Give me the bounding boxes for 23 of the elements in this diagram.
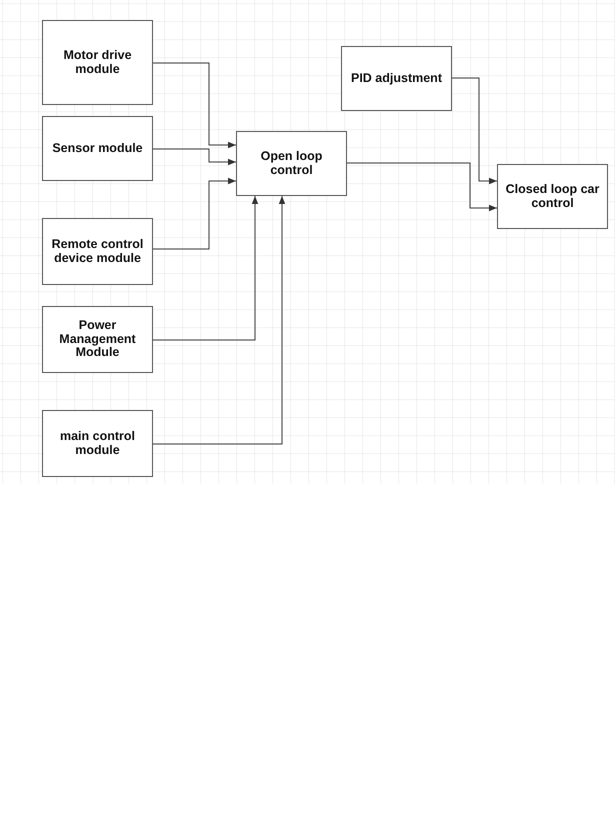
arrow [152,196,258,340]
process-box [42,20,153,105]
process-box [236,131,347,196]
box-label: PID adjustment [351,72,442,86]
process-box [42,116,153,181]
process-box [341,46,452,111]
process-box [42,306,153,373]
box-label: main control module [58,430,136,457]
box-label: Open loop control [260,150,324,177]
arrow [152,178,236,250]
process-box [42,410,153,477]
arrow [152,62,236,148]
arrow [452,78,498,184]
arrow [152,196,286,444]
box-label: Power Management Module [58,319,137,360]
process-box [497,164,608,229]
arrow [346,162,498,212]
box-label: Motor drive module [62,49,133,76]
box-label: Sensor module [52,142,143,156]
box-label: Closed loop car control [504,183,600,210]
arrow [152,148,236,166]
process-box [42,218,153,285]
box-label: Remote control device module [50,238,144,265]
